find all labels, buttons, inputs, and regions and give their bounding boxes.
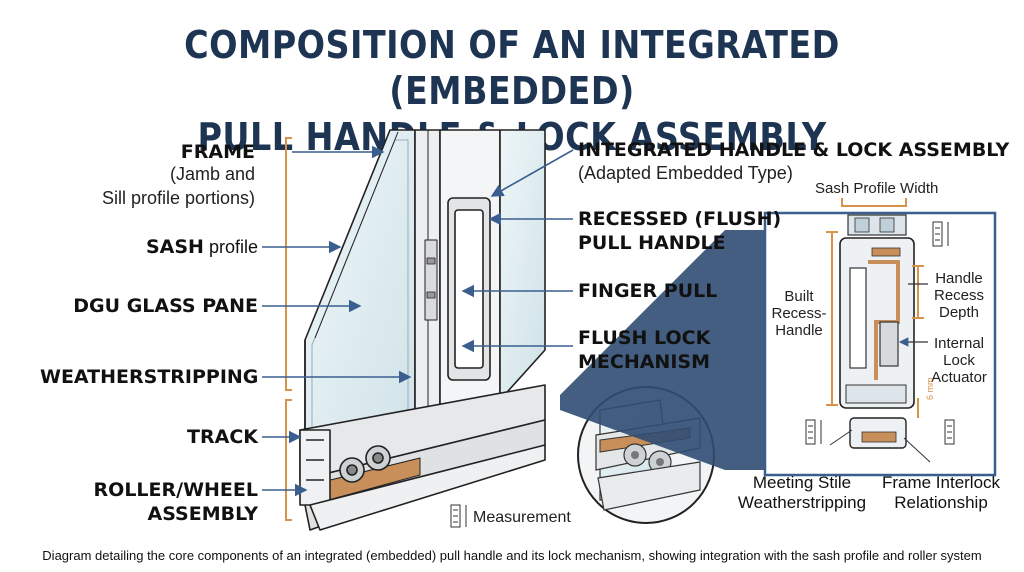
roller-wheel-assembly [339, 445, 391, 483]
zoom-callout [560, 230, 765, 470]
label-built-2: Recess- [771, 305, 827, 322]
label-interlock-1: Frame Interlock [881, 473, 1001, 492]
label-built-3: Handle [775, 322, 823, 339]
label-interlock-2: Relationship [894, 493, 988, 512]
label-recessed-1: RECESSED (FLUSH) [578, 208, 782, 230]
label-recess-2: Recess [933, 287, 985, 304]
left-bracket [285, 137, 292, 521]
window-section-drawing [299, 129, 546, 531]
label-frame-sub1: (Jamb and [169, 164, 255, 184]
label-track: TRACK [187, 426, 258, 448]
label-integrated-assembly: INTEGRATED HANDLE & LOCK ASSEMBLY [578, 139, 1010, 161]
label-recessed-2: PULL HANDLE [578, 232, 726, 254]
label-actuator-3: Actuator [931, 369, 987, 386]
label-actuator-1: Internal [933, 335, 985, 352]
label-frame-sub2: Sill profile portions) [101, 188, 255, 208]
diagram-title: COMPOSITION OF AN INTEGRATED (EMBEDDED) … [61, 22, 962, 160]
diagram-caption: Diagram detailing the core components of… [42, 548, 982, 563]
cross-section-detail [763, 198, 997, 477]
ruler-icon [944, 419, 955, 445]
title-line-1: COMPOSITION OF AN INTEGRATED (EMBEDDED) [184, 23, 840, 113]
flush-lock-mechanism [424, 239, 438, 321]
label-flush-lock-2: MECHANISM [578, 351, 710, 373]
label-frame: FRAME [180, 141, 255, 163]
left-leader-arrows [262, 145, 412, 497]
label-recess-1: Handle [935, 270, 983, 287]
label-gap-6mm: 6 mm [925, 377, 935, 401]
label-handle-recess-depth: Handle Recess Depth [926, 270, 992, 321]
label-built-recess: Built Recess- Handle [768, 288, 830, 339]
label-integrated-sub: (Adapted Embedded Type) [578, 163, 793, 183]
label-dgu-glass: DGU GLASS PANE [73, 295, 258, 317]
label-sash-profile: SASH profile [110, 236, 258, 259]
ruler-icon [805, 419, 822, 445]
label-meeting-stile: Meeting Stile Weatherstripping [732, 473, 872, 513]
ruler-icon [932, 221, 949, 247]
label-flush-lock-1: FLUSH LOCK [578, 327, 711, 349]
finger-pull [454, 209, 484, 369]
label-actuator-2: Lock [943, 352, 975, 369]
measurement-ruler-icon [450, 504, 467, 528]
label-weatherstripping: WEATHERSTRIPPING [40, 366, 259, 388]
middle-leader-arrows [461, 149, 574, 353]
label-meeting-1: Meeting Stile [752, 473, 852, 492]
label-meeting-2: Weatherstripping [737, 493, 867, 512]
label-roller-1: ROLLER/WHEEL [93, 479, 258, 501]
label-measurement: Measurement [473, 509, 571, 526]
label-sash-rest: profile [203, 237, 258, 257]
label-frame-interlock: Frame Interlock Relationship [876, 473, 1006, 513]
label-sash-width: Sash Profile Width [815, 180, 939, 197]
label-finger-pull: FINGER PULL [578, 280, 718, 302]
label-recess-3: Depth [938, 304, 980, 321]
label-sash-bold: SASH [145, 236, 204, 258]
label-roller-2: ASSEMBLY [147, 503, 259, 525]
label-internal-lock-actuator: Internal Lock Actuator [926, 335, 992, 386]
label-built-1: Built [784, 288, 814, 305]
